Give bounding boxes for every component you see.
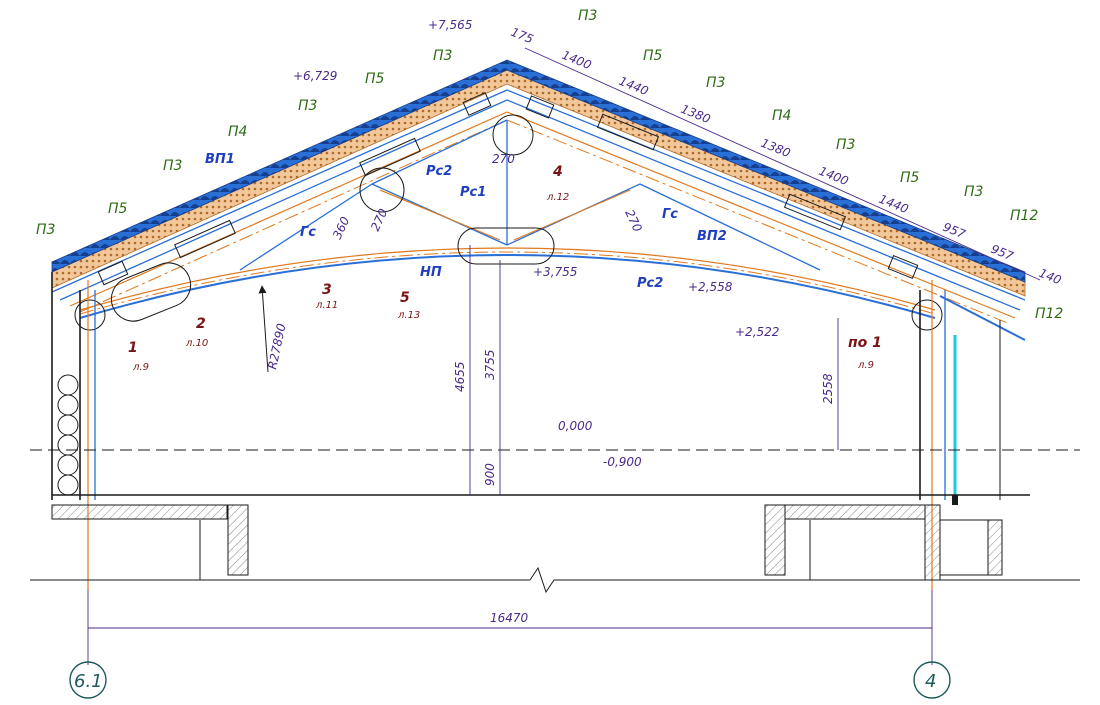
member-rs2-left: Рс2: [426, 164, 452, 179]
panel-label: П5: [900, 170, 920, 186]
callout-1: 1 л.9: [128, 340, 149, 373]
panel-label: П3: [578, 8, 597, 24]
axis-right-circle: [913, 661, 951, 699]
roof-panels: [97, 92, 919, 286]
dim-270-b: 270: [368, 206, 391, 233]
svg-text:л.13: л.13: [397, 310, 420, 321]
dim-4655: 4655: [453, 361, 467, 392]
callout-4: 4 л.12: [546, 164, 569, 203]
axis-left-circle: [69, 661, 107, 699]
dim-3755: 3755: [483, 349, 497, 380]
dim-270-c: 270: [622, 207, 645, 234]
dim-top: 1380: [679, 102, 713, 127]
log-wall: [57, 374, 79, 496]
panel-label: П3: [298, 98, 317, 114]
elev-ridge: +7,565: [428, 18, 472, 32]
panel-label: П3: [36, 222, 55, 238]
svg-text:5: 5: [400, 290, 410, 306]
dim-top: 1440: [617, 74, 651, 99]
callout-2: 2 л.10: [185, 316, 208, 349]
axis-label-left: 6.1: [74, 671, 103, 692]
callout-3: 3 л.11: [315, 282, 338, 311]
panel-label: П12: [1035, 306, 1063, 322]
callout-po-1: по 1 л.9: [848, 335, 882, 371]
member-gs-left: Гс: [300, 225, 316, 240]
elev-chord: +3,755: [533, 265, 577, 279]
dim-360: 360: [330, 214, 353, 241]
dim-900: 900: [483, 463, 497, 486]
dim-span: 16470: [490, 611, 529, 625]
svg-text:л.9: л.9: [132, 362, 149, 373]
roof-covering: [51, 59, 1026, 341]
member-vp1: ВП1: [205, 152, 235, 167]
panel-label: П3: [433, 48, 452, 64]
dim-top: 957: [941, 220, 968, 242]
panel-label: П4: [772, 108, 791, 124]
dim-radius: R27890: [265, 322, 288, 371]
member-vp2: ВП2: [697, 229, 727, 244]
elev-floor: 0,000: [558, 419, 593, 433]
svg-text:л.11: л.11: [315, 300, 338, 311]
member-rs1: Рс1: [460, 185, 486, 200]
panel-label: П12: [1010, 208, 1038, 224]
dim-top: 1400: [817, 164, 851, 189]
svg-text:3: 3: [322, 282, 332, 298]
svg-text:л.9: л.9: [857, 360, 874, 371]
elev-upper: +6,729: [293, 69, 337, 83]
member-np: НП: [420, 265, 442, 280]
panel-label: П3: [836, 137, 855, 153]
foundation: [30, 449, 1080, 594]
svg-text:л.10: л.10: [185, 338, 208, 349]
callout-shapes: [74, 114, 943, 331]
dimension-lines: [87, 47, 1041, 665]
truss: [79, 119, 936, 319]
callout-5: 5 л.13: [397, 290, 420, 321]
svg-text:л.12: л.12: [546, 192, 569, 203]
dim-top: 175: [509, 25, 535, 47]
member-gs-right: Гс: [662, 207, 678, 222]
svg-text:4: 4: [552, 164, 563, 180]
panel-label: П3: [964, 184, 983, 200]
panel-label: П5: [365, 71, 385, 87]
member-rs2-right: Рс2: [637, 276, 663, 291]
panel-label: П3: [706, 75, 725, 91]
walls: [51, 272, 1001, 590]
axis-label-right: 4: [925, 671, 936, 692]
dim-top: 140: [1037, 266, 1064, 288]
dim-270-a: 270: [492, 152, 515, 166]
panel-label: П4: [228, 124, 247, 140]
dim-top: 1400: [560, 48, 594, 73]
dim-top: 1440: [877, 192, 911, 217]
dim-top: 1380: [759, 136, 793, 161]
panel-label: П5: [643, 48, 663, 64]
elev-ground: -0,900: [603, 455, 642, 469]
dim-2558: 2558: [821, 373, 835, 404]
panel-label: П5: [108, 201, 128, 217]
svg-text:по 1: по 1: [848, 335, 882, 351]
svg-text:2: 2: [196, 316, 206, 332]
elev-support-a: +2,558: [688, 280, 733, 294]
panel-label: П3: [163, 158, 182, 174]
elev-support-b: +2,522: [735, 325, 779, 339]
svg-text:1: 1: [128, 340, 138, 356]
